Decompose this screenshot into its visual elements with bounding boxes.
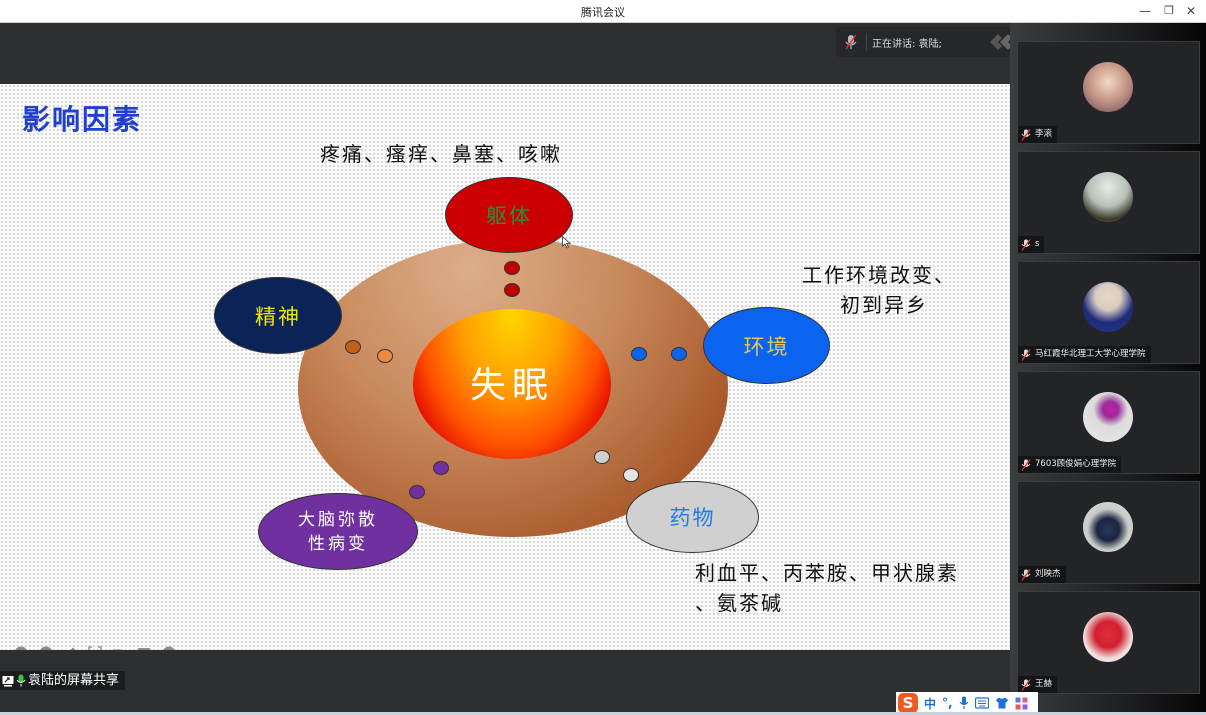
keyboard-icon[interactable] bbox=[974, 697, 989, 709]
participant-name: 李滚 bbox=[1035, 129, 1053, 139]
participant-tile[interactable]: 李滚 bbox=[1017, 41, 1200, 144]
ime-mode-toggle[interactable]: 中 bbox=[924, 696, 937, 711]
node-env: 环境 bbox=[703, 307, 830, 384]
muted-mic-icon bbox=[1021, 348, 1031, 361]
connector-dot bbox=[594, 450, 610, 464]
connector-dot bbox=[671, 347, 687, 361]
participant-name-tag: 王赫 bbox=[1018, 676, 1058, 693]
caption-env-line1: 工作环境改变、 bbox=[802, 263, 956, 287]
participant-name: 王赫 bbox=[1035, 679, 1053, 689]
participant-name-tag: 李滚 bbox=[1018, 126, 1058, 143]
screen-share-icon bbox=[2, 675, 14, 686]
connector-dot bbox=[504, 261, 520, 275]
connector-dot bbox=[631, 347, 647, 361]
participant-tile[interactable]: 王赫 bbox=[1017, 591, 1200, 694]
ime-punct-toggle[interactable]: °, bbox=[942, 696, 953, 710]
avatar bbox=[1083, 62, 1133, 112]
participant-name: s bbox=[1035, 239, 1040, 249]
participant-tile[interactable]: s bbox=[1017, 151, 1200, 254]
caption-drug-line2: 、氨茶碱 bbox=[695, 591, 783, 615]
minimize-button[interactable]: — bbox=[1139, 4, 1151, 18]
participant-tile[interactable]: 马红霞华北理工大学心理学院 bbox=[1017, 261, 1200, 364]
screen-share-label: 袁陆的屏幕共享 bbox=[0, 671, 126, 690]
apps-icon[interactable] bbox=[1015, 697, 1028, 710]
bottom-edge bbox=[0, 712, 1206, 715]
core-label: 失眠 bbox=[469, 365, 554, 406]
screen-share-text: 袁陆的屏幕共享 bbox=[28, 673, 120, 688]
speaking-text: 正在讲话: 袁陆; bbox=[872, 39, 942, 50]
avatar bbox=[1083, 502, 1133, 552]
muted-mic-icon bbox=[1021, 238, 1031, 251]
window-titlebar: 腾讯会议 — ❐ ✕ bbox=[0, 0, 1206, 23]
participant-name-tag: 马红霞华北理工大学心理学院 bbox=[1018, 346, 1151, 363]
node-brain: 大脑弥散 性病变 bbox=[258, 493, 418, 570]
mic-active-icon bbox=[16, 674, 26, 687]
participant-name-tag: 刘映杰 bbox=[1018, 566, 1066, 583]
muted-mic-icon bbox=[1021, 458, 1031, 471]
shared-screen-area: 正在讲话: 袁陆; 影响因素 疼痛、瘙痒、鼻塞、咳嗽 工作环境改变、 初到异乡 … bbox=[0, 23, 1032, 715]
divider bbox=[866, 33, 867, 51]
participant-tile[interactable]: 刘映杰 bbox=[1017, 481, 1200, 584]
participant-name-tag: s bbox=[1018, 236, 1045, 253]
bottom-band bbox=[0, 650, 1010, 715]
muted-mic-icon bbox=[1021, 568, 1031, 581]
avatar bbox=[1083, 282, 1133, 332]
node-mind: 精神 bbox=[214, 277, 342, 354]
sogou-logo-icon[interactable]: S bbox=[898, 693, 918, 713]
participant-name: 刘映杰 bbox=[1035, 569, 1061, 579]
avatar bbox=[1083, 172, 1133, 222]
node-body: 躯体 bbox=[445, 177, 573, 253]
muted-mic-icon bbox=[845, 34, 857, 50]
caption-env-line2: 初到异乡 bbox=[840, 293, 928, 317]
caption-drug-line1: 利血平、丙苯胺、甲状腺素 bbox=[695, 561, 959, 585]
avatar bbox=[1083, 612, 1133, 662]
top-band: 正在讲话: 袁陆; bbox=[0, 23, 1032, 84]
avatar bbox=[1083, 392, 1133, 442]
connector-dot bbox=[623, 468, 639, 482]
speaking-indicator: 正在讲话: 袁陆; bbox=[836, 27, 1032, 57]
window-title: 腾讯会议 bbox=[581, 6, 625, 19]
participant-name-tag: 7603顾俊娟心理学院 bbox=[1018, 456, 1122, 473]
participant-name: 7603顾俊娟心理学院 bbox=[1035, 459, 1117, 469]
mouse-cursor-icon bbox=[562, 236, 571, 249]
connector-dot bbox=[377, 349, 393, 363]
mic-icon[interactable] bbox=[959, 696, 969, 710]
node-drug-label: 药物 bbox=[669, 506, 716, 530]
skin-icon[interactable] bbox=[995, 697, 1009, 709]
close-button[interactable]: ✕ bbox=[1185, 4, 1197, 18]
node-mind-label: 精神 bbox=[255, 304, 301, 329]
node-drug: 药物 bbox=[626, 481, 759, 553]
connector-dot bbox=[345, 340, 361, 354]
connector-dot bbox=[504, 283, 520, 297]
muted-mic-icon bbox=[1021, 128, 1031, 141]
caption-body: 疼痛、瘙痒、鼻塞、咳嗽 bbox=[320, 142, 562, 166]
connector-dot bbox=[433, 461, 449, 475]
presentation-slide: 影响因素 疼痛、瘙痒、鼻塞、咳嗽 工作环境改变、 初到异乡 利血平、丙苯胺、甲状… bbox=[0, 84, 1010, 660]
participant-panel: 李滚 s 马红霞华北理工大学心理学院 7603顾俊娟心理学院 刘映杰 bbox=[1010, 23, 1206, 715]
node-brain-label-1: 大脑弥散 bbox=[298, 509, 378, 530]
muted-mic-icon bbox=[1021, 678, 1031, 691]
participant-tile[interactable]: 7603顾俊娟心理学院 bbox=[1017, 371, 1200, 474]
ime-toolbar: S 中 °, bbox=[896, 692, 1038, 714]
participant-name: 马红霞华北理工大学心理学院 bbox=[1035, 349, 1146, 359]
node-brain-label-2: 性病变 bbox=[308, 533, 368, 554]
insomnia-core: 失眠 bbox=[413, 309, 611, 459]
node-env-label: 环境 bbox=[743, 334, 790, 359]
slide-title: 影响因素 bbox=[22, 103, 143, 136]
connector-dot bbox=[409, 485, 425, 499]
restore-button[interactable]: ❐ bbox=[1164, 4, 1174, 17]
node-body-label: 躯体 bbox=[486, 204, 532, 228]
